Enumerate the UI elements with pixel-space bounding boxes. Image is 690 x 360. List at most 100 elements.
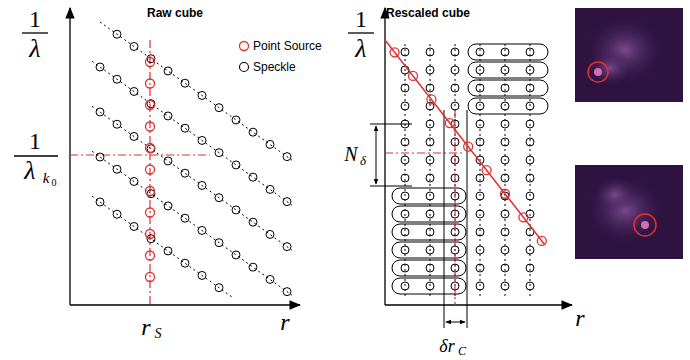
marker-circle: [501, 84, 509, 92]
marker-circle: [96, 198, 104, 206]
marker-circle: [426, 84, 434, 92]
marker-circle: [445, 119, 454, 128]
y-axis: [69, 8, 70, 305]
marker-circle: [526, 156, 534, 164]
marker-circle: [249, 173, 257, 181]
marker-circle: [476, 102, 484, 110]
marker-circle: [426, 228, 434, 236]
bin-outline: [468, 80, 548, 96]
legend-sample: [240, 42, 249, 51]
marker-circle: [283, 288, 291, 296]
reference-line: [70, 154, 210, 155]
bin-edge: [444, 110, 445, 328]
axis-label: 1: [29, 7, 41, 31]
marker-circle: [526, 84, 534, 92]
marker-circle: [501, 120, 509, 128]
marker-circle: [426, 174, 434, 182]
marker-circle: [476, 84, 484, 92]
legend-text: Speckle: [253, 61, 296, 73]
marker-circle: [215, 149, 223, 157]
marker-circle: [215, 239, 223, 247]
height-arrow: [376, 126, 377, 184]
panel-title: Rescaled cube: [386, 7, 470, 19]
tick-line: [370, 124, 412, 125]
marker-circle: [482, 166, 491, 175]
marker-circle: [215, 104, 223, 112]
marker-circle: [426, 264, 434, 272]
marker-circle: [476, 264, 484, 272]
marker-circle: [96, 63, 104, 71]
marker-circle: [164, 247, 172, 255]
x-axis: [385, 304, 572, 305]
marker-circle: [113, 120, 121, 128]
axis-label: S: [155, 327, 162, 341]
marker-circle: [401, 192, 409, 200]
marker-circle: [501, 189, 510, 198]
x-axis: [70, 304, 300, 305]
fraction-bar: [14, 155, 58, 156]
bin-outline: [468, 44, 548, 60]
marker-circle: [146, 208, 155, 217]
marker-circle: [198, 136, 206, 144]
marker-circle: [476, 138, 484, 146]
axis-label: λ: [24, 158, 35, 184]
marker-circle: [146, 101, 155, 110]
marker-circle: [401, 246, 409, 254]
marker-circle: [526, 264, 534, 272]
marker-circle: [215, 194, 223, 202]
marker-circle: [283, 198, 291, 206]
marker-circle: [130, 132, 138, 140]
axis-label: 1: [355, 7, 367, 31]
marker-circle: [130, 87, 138, 95]
marker-circle: [401, 174, 409, 182]
marker-circle: [476, 48, 484, 56]
marker-circle: [501, 228, 509, 236]
dotted-line: [530, 44, 531, 298]
marker-circle: [146, 273, 155, 282]
y-axis: [384, 8, 385, 305]
marker-circle: [113, 30, 121, 38]
thumbnail: [575, 165, 683, 259]
marker-circle: [130, 177, 138, 185]
marker-circle: [426, 48, 434, 56]
dotted-line: [92, 196, 233, 298]
thumbnail: [575, 8, 683, 102]
marker-circle: [266, 185, 274, 193]
marker-circle: [113, 75, 121, 83]
marker-circle: [146, 165, 155, 174]
marker-circle: [146, 230, 155, 239]
marker-circle: [113, 165, 121, 173]
dotted-line: [480, 44, 481, 298]
marker-circle: [130, 42, 138, 50]
marker-circle: [501, 138, 509, 146]
source-group: [146, 58, 155, 282]
marker-circle: [451, 66, 459, 74]
dotted-line: [405, 44, 406, 298]
marker-circle: [215, 284, 223, 292]
axis-label: δr: [439, 337, 454, 355]
marker-circle: [232, 161, 240, 169]
marker-circle: [96, 108, 104, 116]
marker-circle: [266, 140, 274, 148]
marker-circle: [501, 264, 509, 272]
axis-label: r: [280, 310, 289, 334]
marker-circle: [476, 120, 484, 128]
marker-circle: [198, 181, 206, 189]
marker-circle: [451, 102, 459, 110]
marker-circle: [401, 138, 409, 146]
marker-circle: [283, 153, 291, 161]
marker-circle: [526, 120, 534, 128]
marker-circle: [401, 210, 409, 218]
axis-label: r: [575, 306, 584, 330]
marker-circle: [501, 246, 509, 254]
panel-title: Raw cube: [147, 7, 203, 19]
marker-circle: [283, 243, 291, 251]
source-track: [385, 40, 545, 245]
marker-circle: [427, 95, 436, 104]
marker-circle: [401, 156, 409, 164]
bin-group: [392, 44, 548, 294]
axis-label: 1: [29, 129, 41, 153]
marker-circle: [181, 169, 189, 177]
source-line: [454, 110, 455, 305]
